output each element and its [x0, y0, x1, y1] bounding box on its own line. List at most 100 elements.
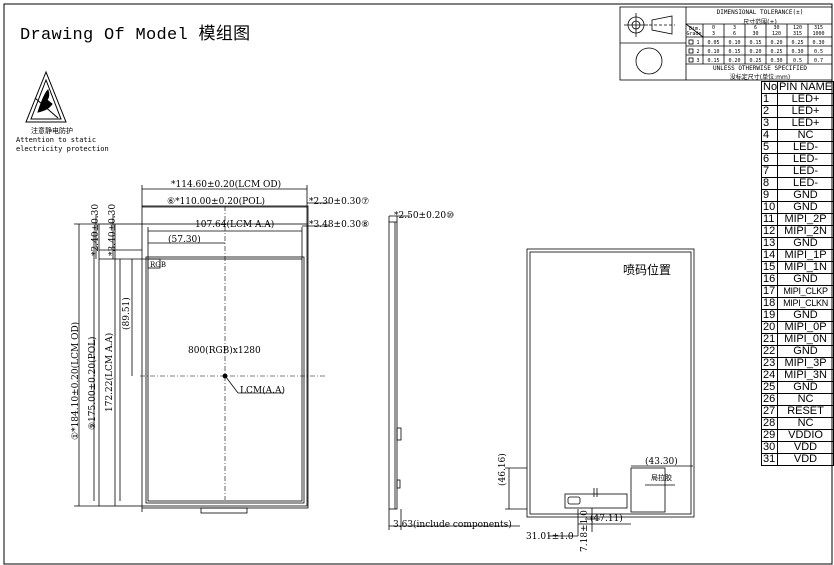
- tolerance-range-5: 120 315: [792, 25, 803, 37]
- pin-number: 8: [760, 177, 779, 190]
- tolerance-grade-1: 1: [696, 40, 700, 46]
- pin-name: LED+: [777, 93, 834, 106]
- lcm-aa-label: LCM(A.A): [240, 386, 285, 396]
- pin-number: 4: [760, 129, 779, 142]
- pin-number: 11: [760, 213, 779, 226]
- projection-symbol-icon: [624, 13, 675, 75]
- pin-number: 14: [760, 249, 779, 262]
- pin-number: 1: [760, 93, 779, 106]
- tolerance-value: 0.10: [707, 49, 720, 55]
- tolerance-value: 0.15: [749, 40, 762, 46]
- dim-aa-width: 107.64(LCM A.A): [195, 220, 275, 230]
- dim-thickness-components: 3.63(include components): [393, 520, 512, 530]
- tolerance-grade-2: 2: [696, 49, 700, 55]
- dim-4711: (47.11): [590, 514, 623, 524]
- dim-lcm-od-width: *114.60±0.20(LCM OD): [171, 180, 282, 190]
- pin-name: MIPI_3P: [777, 357, 834, 370]
- pin-table-header: No PIN NAME: [760, 81, 834, 94]
- tolerance-range-2: 3 6: [732, 25, 736, 37]
- esd-caption-en-2: electricity protection: [16, 145, 109, 153]
- dim-240: *2.40±0.30: [91, 203, 101, 256]
- pin-name: VDDIO: [777, 429, 834, 442]
- tolerance-range-1: 0 3: [711, 25, 715, 37]
- tolerance-range-6: 315 1000: [812, 25, 825, 37]
- pin-name: MIPI_2P: [777, 213, 834, 226]
- dim-230: *2.30±0.30⑦: [309, 197, 370, 207]
- pin-name: MIPI_CLKN: [777, 297, 834, 310]
- pin-name: MIPI_1P: [777, 249, 834, 262]
- tolerance-value: 0.5: [792, 58, 803, 64]
- tolerance-value: 0.5: [813, 49, 824, 55]
- pin-number: 13: [760, 237, 779, 250]
- pin-name: GND: [777, 201, 834, 214]
- esd-caption-en-1: Attention to static: [16, 136, 97, 144]
- pin-name: NC: [777, 393, 834, 406]
- pin-name: LED-: [777, 165, 834, 178]
- pin-name: GND: [777, 189, 834, 202]
- side-view: [388, 215, 520, 530]
- pin-number: 15: [760, 261, 779, 274]
- drawing-title: Drawing Of Model 模组图: [20, 26, 251, 45]
- pin-number: 23: [760, 357, 779, 370]
- tolerance-value: 0.15: [707, 58, 720, 64]
- pin-number: 26: [760, 393, 779, 406]
- pin-number: 10: [760, 201, 779, 214]
- tolerance-value: 0.05: [707, 40, 720, 46]
- pin-name: RESET: [777, 405, 834, 418]
- tolerance-value: 0.25: [770, 49, 783, 55]
- pin-number: 6: [760, 153, 779, 166]
- drawing-frame: [3, 3, 833, 565]
- pin-number: 16: [760, 273, 779, 286]
- pin-name: NC: [777, 417, 834, 430]
- pin-name: LED+: [777, 105, 834, 118]
- pin-number: 3: [760, 117, 779, 130]
- esd-warning-icon: [25, 70, 67, 123]
- esd-caption-cn: 注意静电防护: [31, 127, 73, 135]
- dim-348: *3.48±0.30⑧: [309, 220, 370, 230]
- pin-name: MIPI_1N: [777, 261, 834, 274]
- pin-name: VDD: [777, 453, 834, 466]
- tape-label: 局拉胶: [651, 474, 672, 482]
- pin-name: LED-: [777, 177, 834, 190]
- tolerance-value: 0.20: [749, 49, 762, 55]
- tolerance-value: 0.25: [791, 40, 804, 46]
- pin-number: 29: [760, 429, 779, 442]
- pin-number: 20: [760, 321, 779, 334]
- dim-718: 7.18±1.0: [580, 510, 590, 552]
- back-view: [505, 248, 695, 537]
- tolerance-value: 0.20: [728, 58, 741, 64]
- pin-number: 27: [760, 405, 779, 418]
- tolerance-note: UNLESS OTHERWISE SPECIFIED: [713, 65, 807, 72]
- tolerance-title: DIMENSIONAL TOLERANCE(±): [716, 9, 804, 16]
- pin-name: MIPI_0N: [777, 333, 834, 346]
- esd-caption: 注意静电防护 Attention to static electricity p…: [16, 127, 109, 154]
- tolerance-header-dim: Dim.: [688, 26, 702, 32]
- pin-number: 31: [760, 453, 779, 466]
- pin-number: 22: [760, 345, 779, 358]
- pin-number: 18: [760, 297, 779, 310]
- dim-thickness: *2.50±0.20⑩: [394, 211, 455, 221]
- pin-name: VDD: [777, 441, 834, 454]
- pin-name: MIPI_0P: [777, 321, 834, 334]
- tolerance-range-4: 30 120: [771, 25, 782, 37]
- tolerance-note-cn: 没标定尺寸(单位:mm): [729, 74, 791, 81]
